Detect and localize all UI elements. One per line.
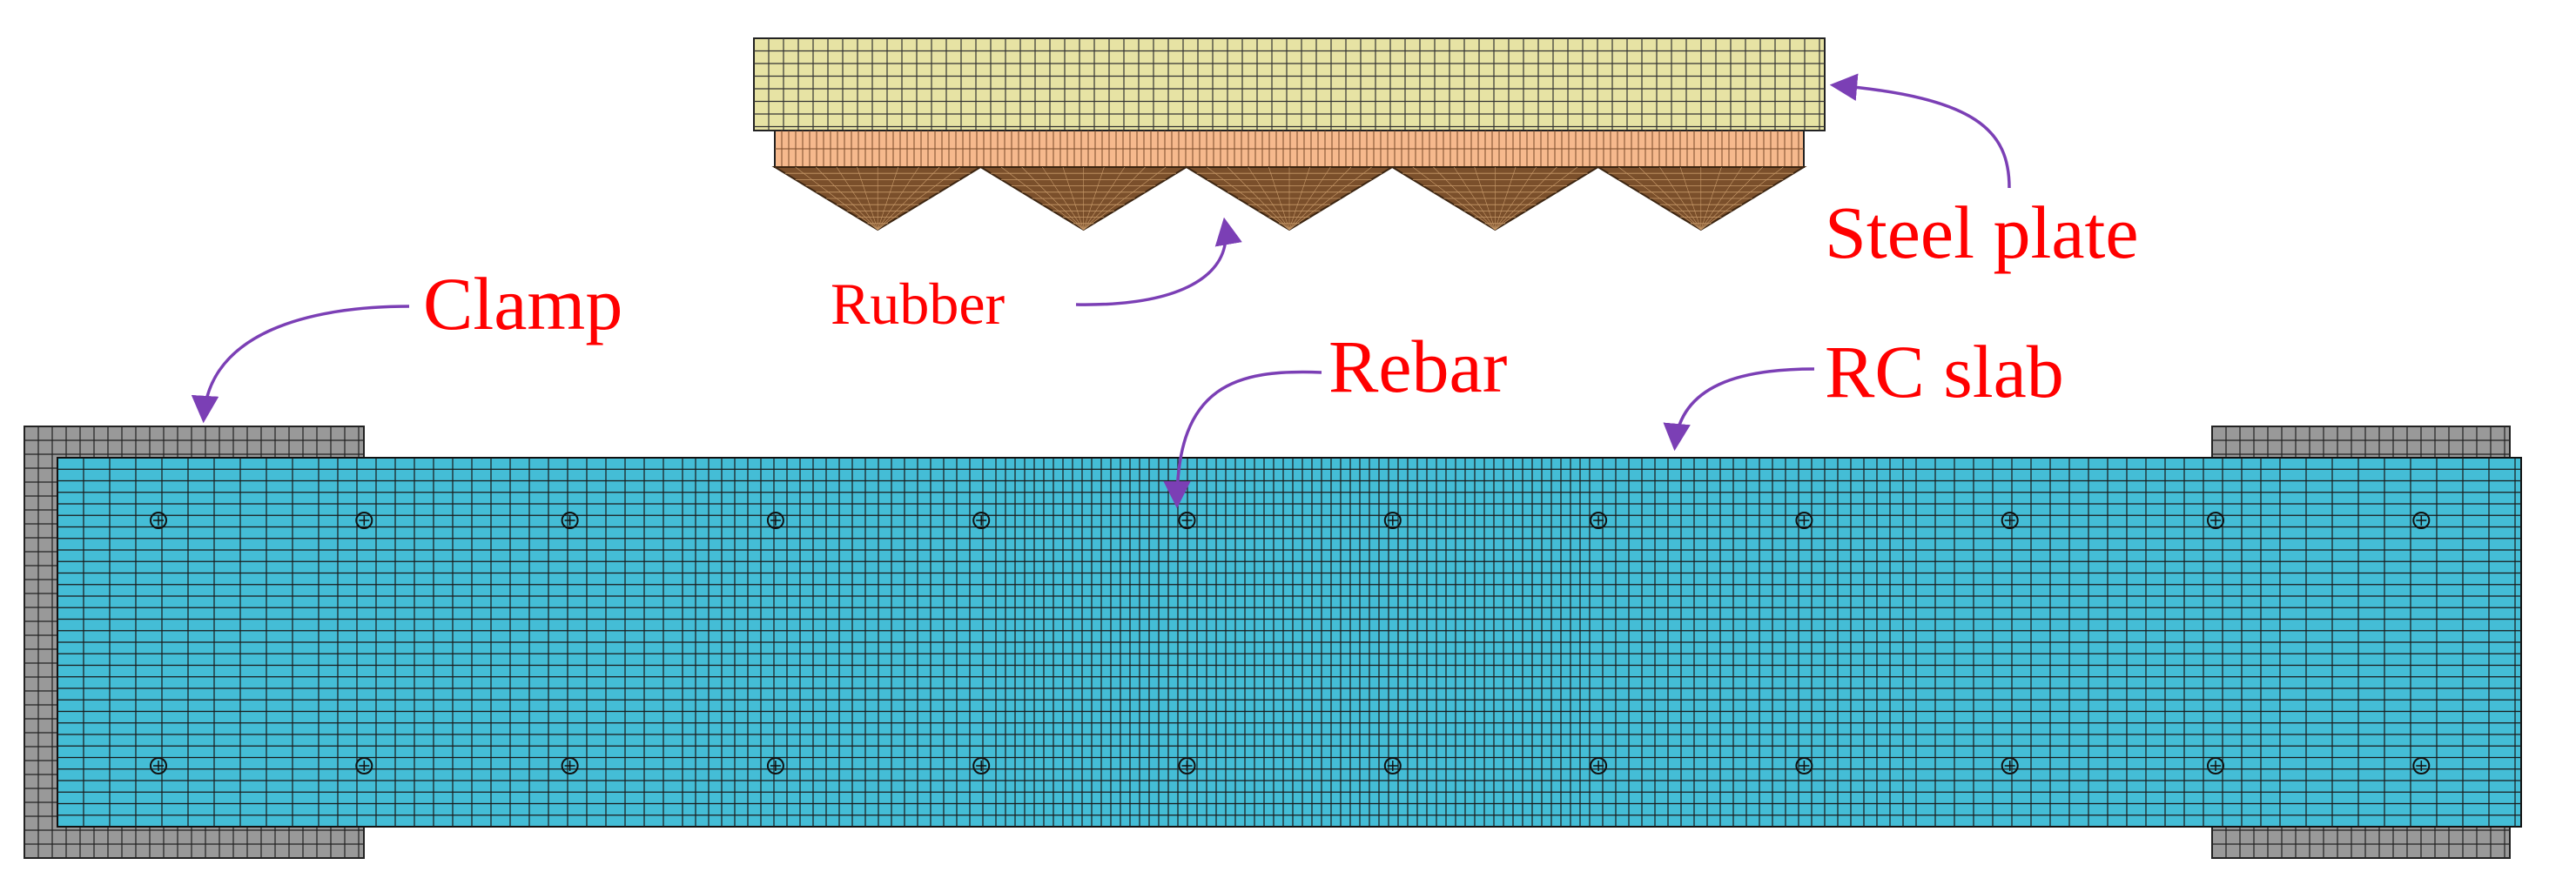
rebar-marker <box>150 757 167 774</box>
rebar-marker <box>2207 512 2224 529</box>
rubber-label: Rubber <box>831 271 1006 337</box>
rc-slab-assembly <box>24 426 2522 859</box>
rebar-marker <box>355 757 373 774</box>
rebar-marker <box>766 757 784 774</box>
rebar-marker <box>561 757 579 774</box>
rebar-marker <box>2001 512 2019 529</box>
rc-slab <box>57 457 2522 828</box>
rebar-marker <box>1178 512 1196 529</box>
rebar-marker <box>2207 757 2224 774</box>
rc-slab-arrow <box>1663 367 1815 452</box>
rebar-marker <box>1590 512 1608 529</box>
rebar-markers <box>150 512 2431 774</box>
clamp-arrow <box>191 305 410 424</box>
rebar-arrow <box>1163 370 1322 509</box>
rc-slab-label: RC slab <box>1825 330 2064 413</box>
rebar-marker <box>150 512 167 529</box>
annotation-arrows <box>191 73 2011 509</box>
rebar-marker <box>561 512 579 529</box>
rubber-arrow <box>1075 217 1242 306</box>
rebar-marker <box>1590 757 1608 774</box>
rubber-layer <box>774 130 1805 168</box>
steel-plate-label: Steel plate <box>1825 191 2139 274</box>
rebar-marker <box>2001 757 2019 774</box>
rebar-marker <box>972 757 991 774</box>
rebar-marker <box>355 512 373 529</box>
rebar-marker <box>1795 512 1813 529</box>
clamp-label: Clamp <box>423 262 622 345</box>
rubber-pyramids <box>771 166 1807 231</box>
rebar-marker <box>972 512 991 529</box>
rebar-marker <box>1383 757 1402 774</box>
labels: Steel plate Rubber Clamp Rebar RC slab <box>423 191 2139 413</box>
rebar-marker <box>2412 757 2431 774</box>
rebar-label: Rebar <box>1328 325 1507 408</box>
rebar-marker <box>1178 757 1196 774</box>
rebar-marker <box>2412 512 2431 529</box>
impactor-assembly <box>753 37 1826 231</box>
rebar-marker <box>766 512 784 529</box>
rebar-marker <box>1383 512 1402 529</box>
rebar-marker <box>1795 757 1813 774</box>
steel-plate <box>753 37 1826 131</box>
steel-plate-arrow <box>1829 73 2011 189</box>
